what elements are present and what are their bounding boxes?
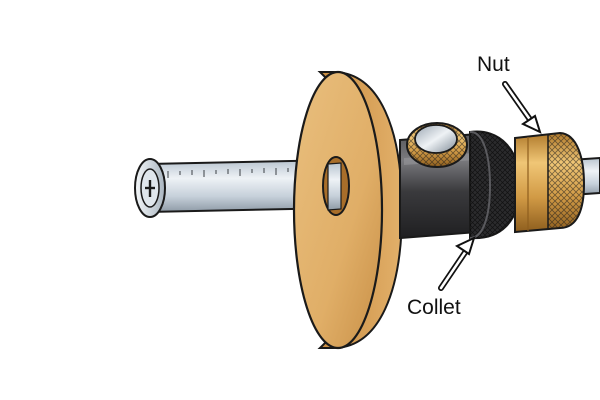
fence-disc	[292, 70, 404, 350]
brass-nut[interactable]	[514, 131, 586, 234]
beam-end-cap	[134, 158, 166, 218]
thumb-screw[interactable]	[406, 122, 468, 168]
cutter-screw-icon	[145, 180, 155, 197]
collet-ring[interactable]	[469, 130, 522, 240]
nut-label: Nut	[477, 53, 510, 76]
collet-pointer-arrow	[438, 236, 476, 291]
nut-pointer-arrow	[502, 81, 542, 134]
collet-label: Collet	[407, 296, 461, 319]
